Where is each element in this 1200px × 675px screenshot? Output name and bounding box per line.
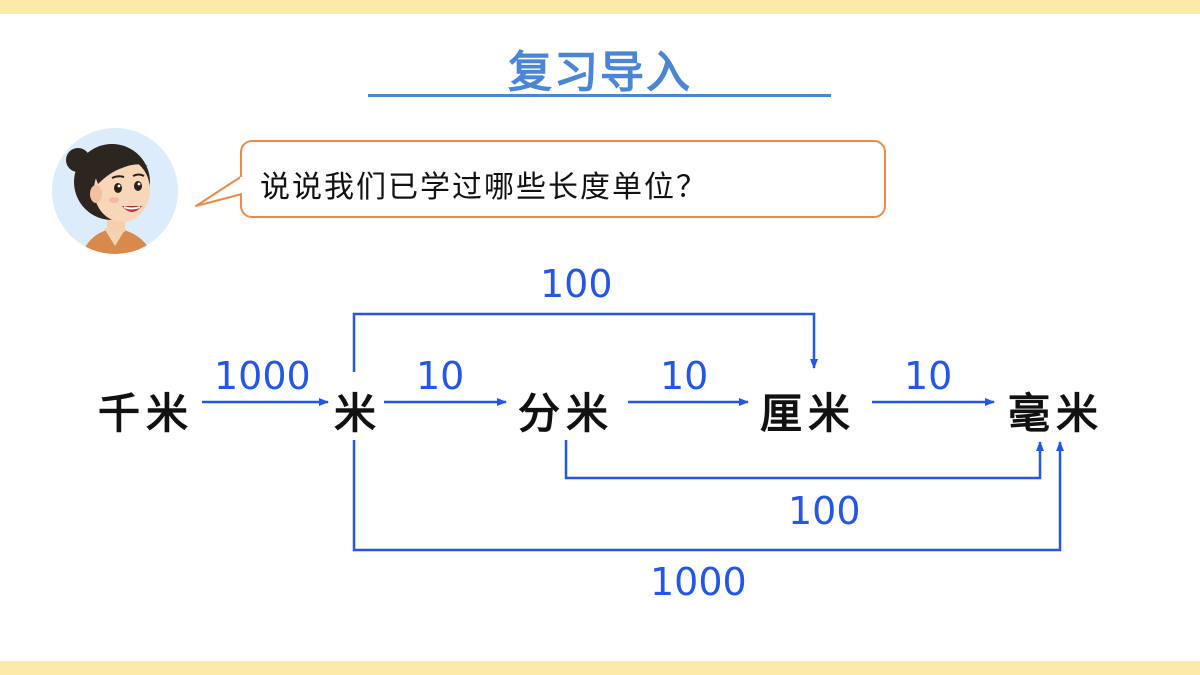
factor-m-cm: 100 bbox=[540, 262, 613, 306]
unit-kilometer: 千米 bbox=[98, 389, 195, 438]
arrow-dm-to-mm bbox=[564, 440, 1044, 480]
teacher-face-icon bbox=[66, 144, 152, 254]
factor-m-dm: 10 bbox=[416, 354, 465, 398]
unit-decimeter: 分米 bbox=[518, 389, 615, 438]
factor-km-m: 1000 bbox=[214, 354, 311, 398]
unit-millimeter: 毫米 bbox=[1008, 389, 1105, 438]
speech-bubble: 说说我们已学过哪些长度单位？ bbox=[240, 140, 886, 218]
speech-bubble-tail bbox=[195, 175, 244, 207]
unit-meter: 米 bbox=[334, 389, 383, 438]
factor-dm-cm: 10 bbox=[660, 354, 709, 398]
top-band bbox=[0, 0, 1200, 14]
arrow-m-to-cm bbox=[352, 312, 818, 372]
arrow-m-to-mm bbox=[352, 440, 1064, 552]
unit-centimeter: 厘米 bbox=[760, 389, 857, 438]
title-underline bbox=[368, 94, 831, 97]
teacher-avatar bbox=[52, 128, 178, 254]
factor-cm-mm: 10 bbox=[904, 354, 953, 398]
factor-dm-mm: 100 bbox=[788, 489, 861, 533]
factor-m-mm: 1000 bbox=[650, 560, 747, 604]
page-title: 复习导入 bbox=[508, 47, 692, 98]
bottom-band bbox=[0, 661, 1200, 675]
question-text: 说说我们已学过哪些长度单位？ bbox=[260, 170, 708, 205]
